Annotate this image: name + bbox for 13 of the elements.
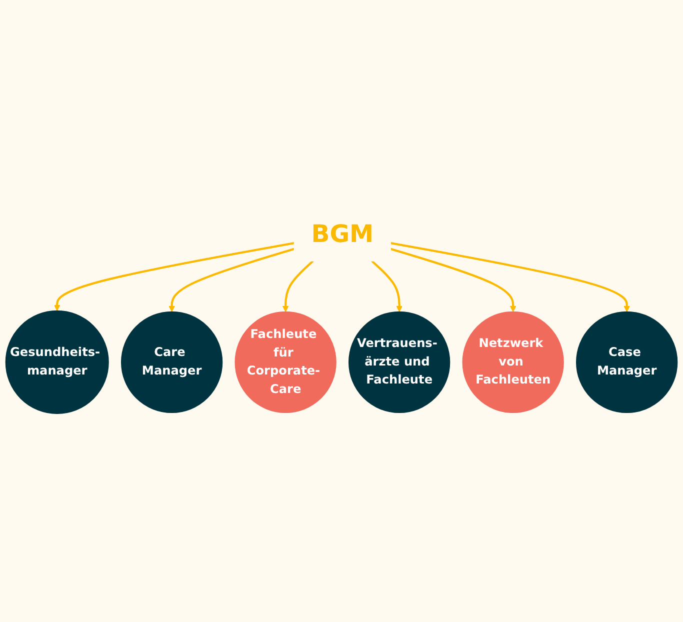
arrow — [54, 242, 294, 312]
node-circle: Gesundheits- manager — [5, 310, 109, 414]
arrow — [282, 260, 314, 312]
node-circle: Vertrauens- ärzte und Fachleute — [348, 312, 450, 414]
arrow — [390, 242, 630, 312]
arrow — [390, 248, 516, 312]
arrow — [371, 260, 402, 312]
node-circle: Fachleute für Corporate- Care — [234, 312, 336, 414]
node-circle: Care Manager — [120, 312, 223, 414]
node-circle: Netzwerk von Fachleuten — [462, 312, 564, 414]
node-circle: Case Manager — [576, 312, 678, 414]
node-text: BGM — [311, 220, 374, 249]
arrow — [168, 248, 295, 312]
